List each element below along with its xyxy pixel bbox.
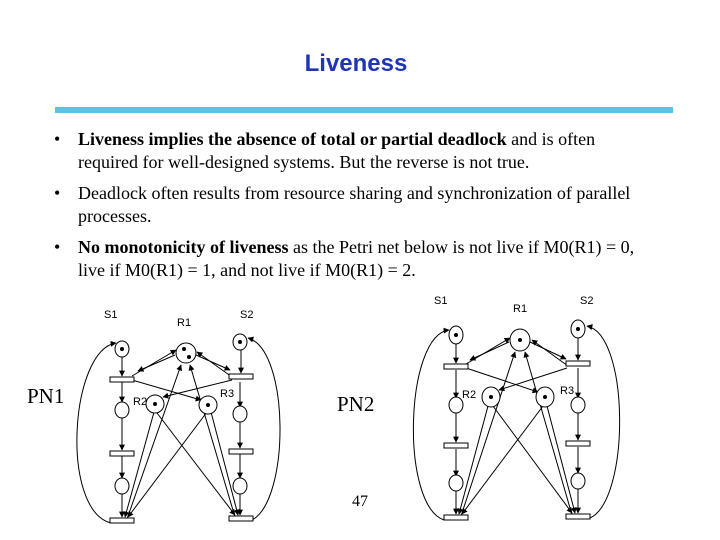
bullet-text: as the Petri net below is not live if M0… xyxy=(78,237,635,280)
bullet-item: • No monotonicity of liveness as the Pet… xyxy=(48,236,658,282)
pn1-s2-label: S2 xyxy=(240,309,253,321)
bullet-text: Deadlock often results from resource sha… xyxy=(78,183,631,226)
bullet-item: • Deadlock often results from resource s… xyxy=(48,182,658,228)
bullet-marker: • xyxy=(54,183,61,203)
page-number: 47 xyxy=(352,493,368,510)
pn1-r3-label: R3 xyxy=(220,388,234,400)
pn1-s1-label: S1 xyxy=(104,309,117,321)
bullet-marker: • xyxy=(54,237,61,257)
pn1-arcs xyxy=(76,336,281,524)
pn2-r3-label: R3 xyxy=(560,385,574,397)
bullet-bold-text: No monotonicity of liveness xyxy=(78,237,289,257)
title-divider xyxy=(55,107,673,113)
pn2-r2-label: R2 xyxy=(462,389,476,401)
pn2-arcs xyxy=(412,324,621,521)
pn1-transitions xyxy=(109,373,254,524)
bullet-marker: • xyxy=(54,129,61,149)
pn2-transitions xyxy=(443,360,591,521)
pn2-r1-label: R1 xyxy=(513,303,527,315)
pn1-places xyxy=(114,333,248,495)
pn2-label: PN2 xyxy=(337,392,375,416)
slide-title: Liveness xyxy=(304,50,408,77)
pn2-s2-label: S2 xyxy=(580,295,593,307)
bullet-item: • Liveness implies the absence of total … xyxy=(48,128,658,174)
pn1-r2-label: R2 xyxy=(133,396,147,408)
pn2-places xyxy=(448,319,586,492)
pn1-r1-label: R1 xyxy=(177,317,191,329)
bullet-list: • Liveness implies the absence of total … xyxy=(48,128,658,290)
bullet-text: and is often required for well-designed … xyxy=(78,129,596,172)
pn2-s1-label: S1 xyxy=(434,295,447,307)
bullet-bold-text: Liveness implies the absence of total or… xyxy=(78,129,507,149)
pn1-label: PN1 xyxy=(27,384,65,408)
